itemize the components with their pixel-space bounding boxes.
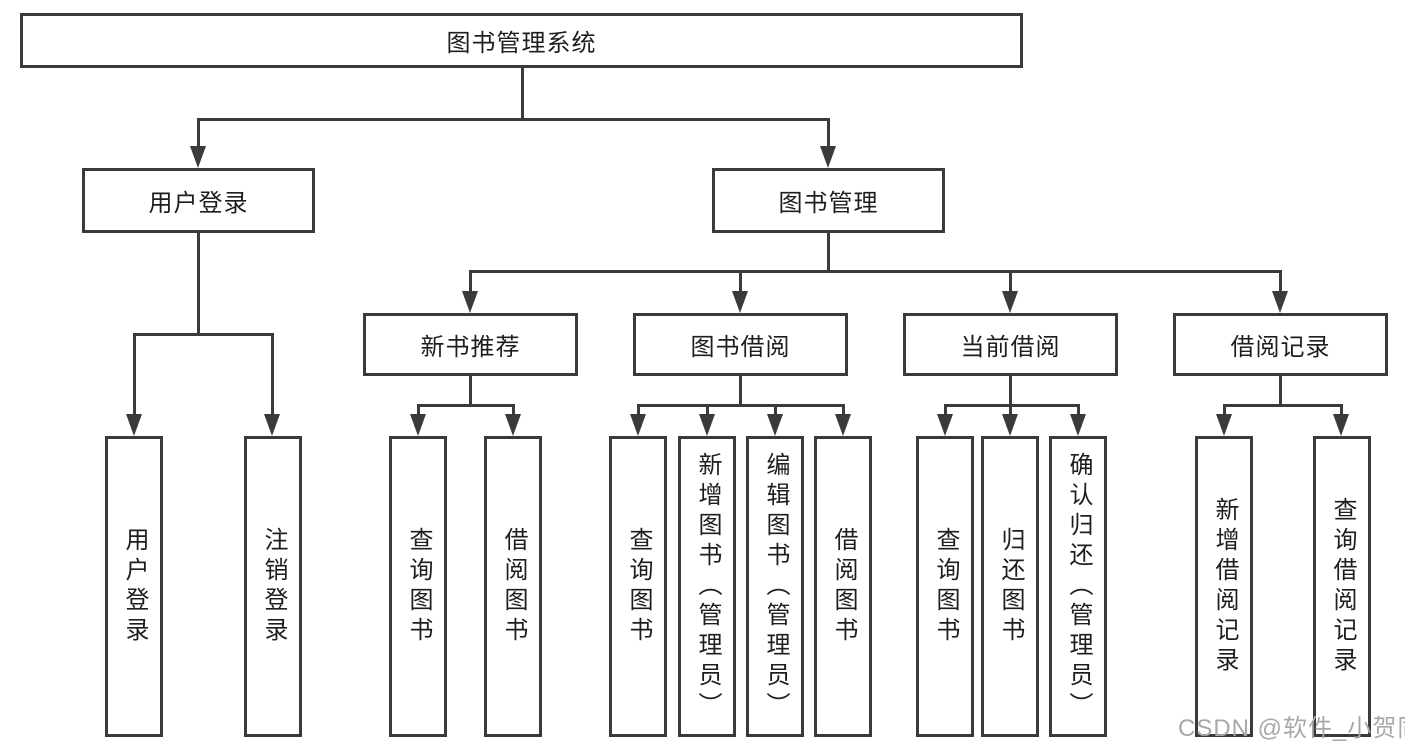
connector-line — [944, 404, 947, 418]
connector-line — [1340, 404, 1343, 418]
leaf-logout: 注销登录 — [244, 436, 302, 737]
leaf-label: 查询借阅记录 — [1329, 496, 1356, 677]
node-new-book-recommend-label: 新书推荐 — [420, 334, 521, 361]
connector-line — [637, 404, 640, 418]
connector-line — [1077, 404, 1080, 418]
leaf-user-login: 用户登录 — [105, 436, 163, 737]
connector-line — [1009, 270, 1012, 295]
connector-line — [827, 118, 830, 150]
connector-line — [637, 404, 845, 407]
connector-line — [739, 376, 742, 406]
arrowhead-down-icon — [505, 414, 521, 436]
node-book-borrow-label: 图书借阅 — [690, 334, 791, 361]
connector-line — [469, 270, 472, 295]
connector-line — [774, 404, 777, 418]
leaf-label: 借阅图书 — [830, 526, 857, 647]
connector-line — [1223, 404, 1342, 407]
leaf-label: 用户登录 — [121, 526, 148, 647]
connector-line — [1279, 376, 1282, 406]
node-borrow-record: 借阅记录 — [1173, 313, 1388, 376]
leaf-label: 新增图书（管理员） — [694, 451, 721, 722]
leaf-label: 注销登录 — [260, 526, 287, 647]
node-book-management: 图书管理 — [712, 168, 945, 233]
leaf-current-query-books: 查询图书 — [916, 436, 974, 737]
arrowhead-down-icon — [1333, 414, 1349, 436]
node-root-label: 图书管理系统 — [446, 30, 597, 57]
arrowhead-down-icon — [937, 414, 953, 436]
arrowhead-down-icon — [190, 146, 206, 168]
node-user-login-label: 用户登录 — [148, 190, 249, 217]
arrowhead-down-icon — [1002, 414, 1018, 436]
arrowhead-down-icon — [732, 291, 748, 313]
connector-line — [739, 270, 742, 295]
node-root: 图书管理系统 — [20, 13, 1023, 68]
leaf-query-borrow-record: 查询借阅记录 — [1313, 436, 1371, 737]
connector-line — [512, 404, 515, 418]
leaf-add-borrow-record: 新增借阅记录 — [1195, 436, 1253, 737]
connector-line — [271, 333, 274, 418]
connector-line — [1009, 404, 1012, 418]
connector-line — [1279, 270, 1282, 295]
arrowhead-down-icon — [126, 414, 142, 436]
connector-line — [133, 333, 274, 336]
leaf-label: 借阅图书 — [500, 526, 527, 647]
leaf-label: 查询图书 — [405, 526, 432, 647]
arrowhead-down-icon — [767, 414, 783, 436]
node-new-book-recommend: 新书推荐 — [363, 313, 578, 376]
connector-line — [417, 404, 420, 418]
node-borrow-record-label: 借阅记录 — [1230, 334, 1331, 361]
leaf-borrow-books: 借阅图书 — [814, 436, 872, 737]
connector-line — [197, 118, 200, 150]
connector-line — [842, 404, 845, 418]
leaf-label: 新增借阅记录 — [1211, 496, 1238, 677]
arrowhead-down-icon — [1002, 291, 1018, 313]
arrowhead-down-icon — [1216, 414, 1232, 436]
arrowhead-down-icon — [1070, 414, 1086, 436]
node-book-borrow: 图书借阅 — [633, 313, 848, 376]
connector-line — [197, 118, 830, 121]
connector-line — [1009, 376, 1012, 406]
connector-line — [133, 333, 136, 418]
node-book-management-label: 图书管理 — [778, 190, 879, 217]
leaf-newbook-query-books: 查询图书 — [389, 436, 447, 737]
leaf-confirm-return-admin: 确认归还（管理员） — [1049, 436, 1107, 737]
connector-line — [197, 233, 200, 335]
leaf-label: 归还图书 — [997, 526, 1024, 647]
connector-line — [417, 404, 514, 407]
arrowhead-down-icon — [462, 291, 478, 313]
leaf-newbook-borrow-books: 借阅图书 — [484, 436, 542, 737]
connector-line — [469, 270, 1281, 273]
leaf-label: 查询图书 — [932, 526, 959, 647]
leaf-edit-books-admin: 编辑图书（管理员） — [746, 436, 804, 737]
leaf-label: 编辑图书（管理员） — [762, 451, 789, 722]
connector-line — [827, 233, 830, 272]
leaf-label: 查询图书 — [625, 526, 652, 647]
connector-line — [469, 376, 472, 406]
arrowhead-down-icon — [1272, 291, 1288, 313]
node-current-borrow: 当前借阅 — [903, 313, 1118, 376]
leaf-add-books-admin: 新增图书（管理员） — [678, 436, 736, 737]
leaf-label: 确认归还（管理员） — [1065, 451, 1092, 722]
watermark: CSDN @软件_小贺同学 — [1178, 715, 1405, 742]
node-user-login: 用户登录 — [82, 168, 315, 233]
arrowhead-down-icon — [630, 414, 646, 436]
leaf-borrow-query-books: 查询图书 — [609, 436, 667, 737]
connector-line — [521, 68, 524, 120]
arrowhead-down-icon — [835, 414, 851, 436]
leaf-return-books: 归还图书 — [981, 436, 1039, 737]
connector-line — [1223, 404, 1226, 418]
node-current-borrow-label: 当前借阅 — [960, 334, 1061, 361]
arrowhead-down-icon — [820, 146, 836, 168]
connector-line — [706, 404, 709, 418]
arrowhead-down-icon — [699, 414, 715, 436]
arrowhead-down-icon — [410, 414, 426, 436]
arrowhead-down-icon — [264, 414, 280, 436]
